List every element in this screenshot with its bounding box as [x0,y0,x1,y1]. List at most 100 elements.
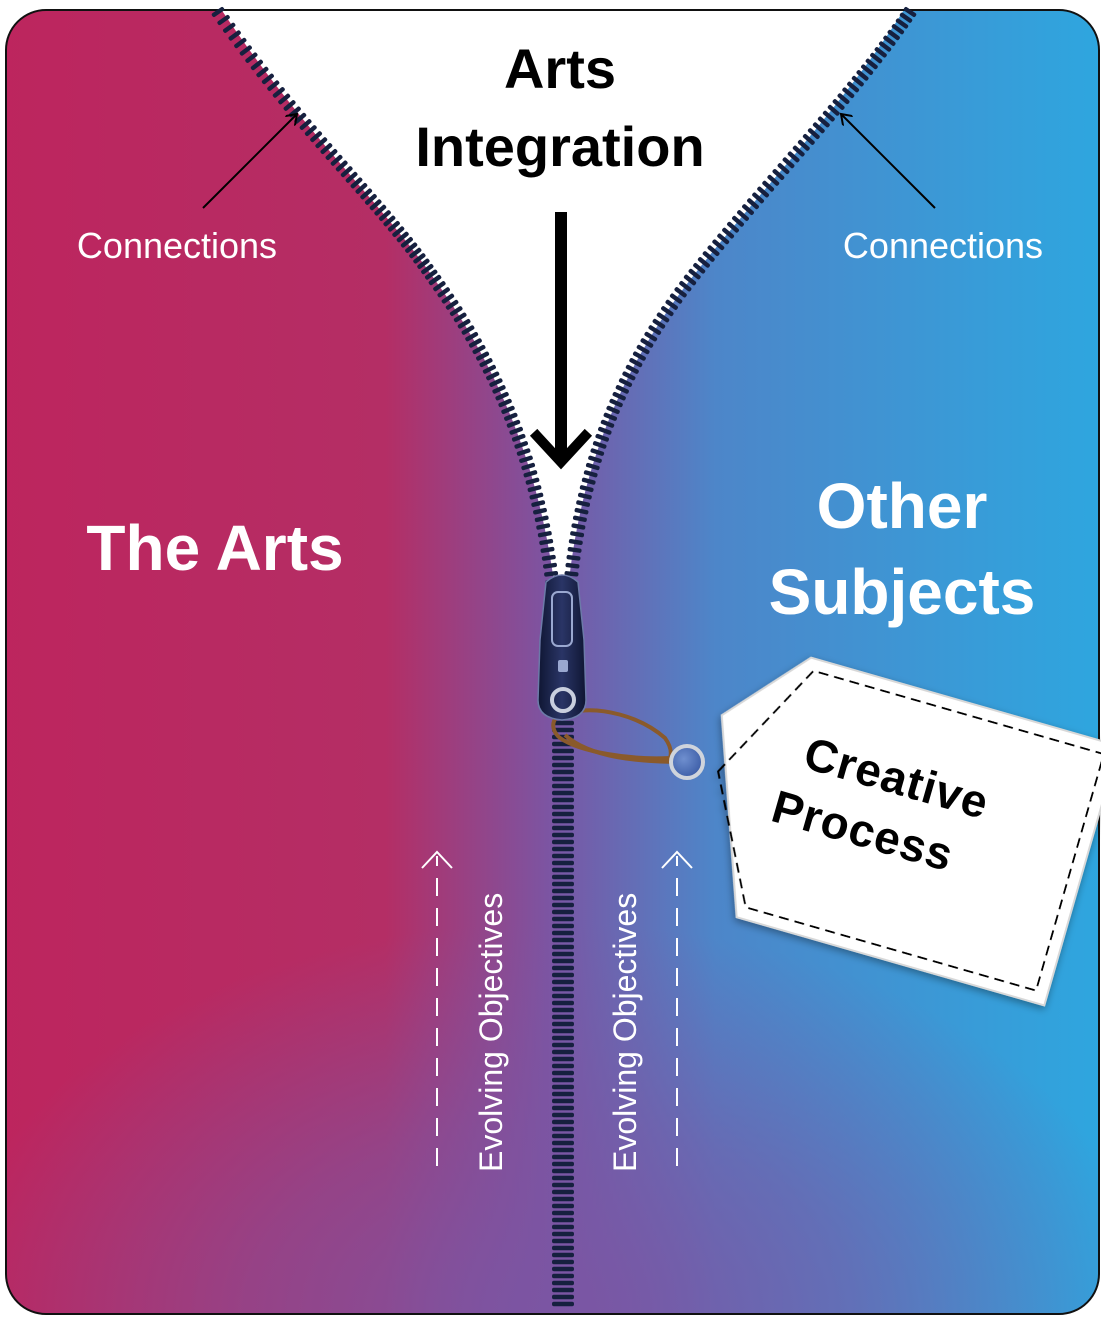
zipper-tooth-closed [552,1021,574,1027]
zipper-tooth-left [472,344,486,355]
zipper-tooth-closed [552,1259,574,1265]
zipper-tooth-closed [552,1007,574,1013]
zipper-tooth-closed [552,1189,574,1195]
zipper-tooth-right [674,287,687,298]
connections-label-right: Connections [843,225,1043,266]
zipper-tooth-closed [552,1077,574,1083]
zipper-tooth-left [529,492,544,500]
zipper-tooth-left [441,293,455,304]
connections-label-left: Connections [77,225,277,266]
zipper-tooth-left [364,193,377,205]
zipper-tooth-right [777,163,790,175]
zipper-tooth-closed [552,1217,574,1223]
zipper-tooth-closed [552,1224,574,1230]
objective-arrow-right-icon [661,850,693,1166]
subjects-label-line-1: Other [817,470,988,542]
zipper-tooth-left [228,30,241,41]
zipper-tooth-left [486,371,500,381]
zipper-tooth-right [618,378,633,387]
zipper-tooth-left [413,253,426,264]
zipper-tooth-right [598,426,612,435]
zipper-tooth-closed [552,1182,574,1188]
zipper-tooth-right [722,227,735,239]
zipper-slider-icon [537,574,587,721]
zipper-tooth-left [320,143,333,155]
zipper-tooth-left [350,177,363,189]
zipper-tooth-left [304,125,317,137]
zipper-tooth-left [378,210,391,221]
zipper-tooth-left [489,378,503,387]
zipper-tooth-left [417,258,430,269]
zipper-tooth-closed [552,1042,574,1048]
zipper-tooth-right [688,268,701,280]
zipper-tooth-left [278,93,291,105]
zipper-tooth-closed [552,1126,574,1132]
zipper-tooth-right [568,539,583,545]
zipper-tooth-right [895,18,909,29]
zipper-teeth-closed [552,713,574,1307]
connection-arrow-right-icon [841,114,936,209]
zipper-tooth-right [762,180,775,192]
zipper-tooth-left [428,274,442,286]
zipper-tooth-left [498,398,512,408]
zipper-tooth-closed [552,1161,574,1167]
zipper-tooth-closed [552,720,574,726]
zipper-tooth-left [461,325,475,335]
zipper-tooth-closed [552,1014,574,1020]
zipper-tooth-closed [552,986,574,992]
zipper-tooth-closed [552,853,574,859]
zipper-tooth-left [433,281,446,292]
zipper-tooth-right [737,210,749,221]
zipper-tooth-right [851,75,864,87]
zipper-tooth-closed [552,776,574,782]
zipper-tooth-right [891,24,905,35]
zipper-tooth-right [565,562,580,569]
zipper-tooth-closed [552,1133,574,1139]
zipper-tooth-left [506,419,521,428]
zipper-tooth-left [527,485,542,493]
zipper-tooth-left [299,119,312,130]
subjects-label-line-2: Subjects [769,556,1036,628]
zipper-tooth-left [536,523,551,530]
zipper-tooth-right [600,419,615,428]
tag-grommet [669,744,705,780]
zipper-tooth-closed [552,1238,574,1244]
zipper-tooth-left [424,269,438,280]
zipper-tooth-left [330,154,343,166]
zipper-tooth-closed [552,790,574,796]
title-line-1: Arts [504,37,616,100]
zipper-tooth-closed [552,1098,574,1104]
zipper-tooth-closed [552,895,574,901]
zipper-tooth-right [837,93,850,105]
zipper-tooth-closed [552,1140,574,1146]
zipper-tooth-left [217,14,230,26]
zipper-tooth-closed [552,804,574,810]
zipper-tooth-right [609,398,623,408]
zipper-tooth-left [325,149,338,160]
zipper-tooth-right [782,157,795,169]
zipper-tooth-left [383,215,396,227]
zipper-tooth-closed [552,909,574,915]
zipper-tooth-left [437,287,450,298]
zipper-tooth-right [622,371,636,381]
zipper-tooth-right [661,306,674,317]
zipper-tooth-closed [552,1028,574,1034]
zipper-tooth-closed [552,1154,574,1160]
zipper-tooth-right [576,500,591,507]
zipper-tooth-right [629,358,643,368]
zipper-tooth-closed [552,1196,574,1202]
zipper-tooth-closed [552,993,574,999]
zipper-tooth-right [570,531,585,538]
zipper-tooth-closed [552,1280,574,1286]
zipper-tooth-closed [552,1175,574,1181]
zipper-tooth-left [374,204,387,216]
zipper-tooth-left [340,166,353,178]
zipper-tooth-closed [552,1301,574,1307]
zipper-tooth-left [479,358,493,368]
zipper-tooth-closed [552,1273,574,1279]
zipper-tooth-closed [552,1035,574,1041]
zipper-tooth-left [519,455,533,464]
zipper-tooth-right [732,215,744,227]
zipper-tooth-right [577,492,592,500]
zipper-tooth-left [540,546,555,553]
